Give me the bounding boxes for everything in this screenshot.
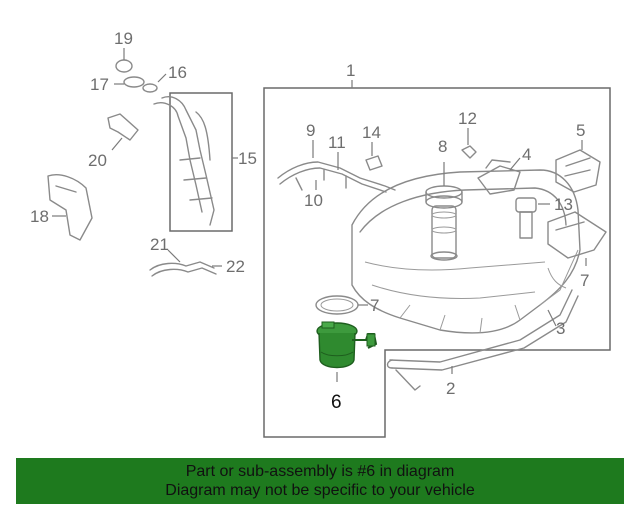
callout-6[interactable]: 6 (331, 392, 342, 413)
fuel-tank (351, 169, 581, 334)
callout-10: 10 (304, 191, 323, 210)
callout-7-lower: 7 (370, 296, 379, 315)
callout-3: 3 (556, 319, 565, 338)
grommet-12 (461, 145, 477, 159)
callout-15: 15 (238, 149, 257, 168)
callout-7-upper: 7 (580, 271, 589, 290)
callout-19: 19 (114, 29, 133, 48)
fuel-lines (277, 140, 396, 193)
callout-1: 1 (346, 61, 355, 80)
callout-18: 18 (30, 207, 49, 226)
assembly-frame-15 (169, 92, 233, 232)
callout-9: 9 (306, 121, 315, 140)
clip-14 (365, 155, 383, 171)
cover-5 (555, 149, 601, 193)
banner-line-2: Diagram may not be specific to your vehi… (165, 482, 475, 499)
filler-neck-15 (153, 96, 215, 226)
callout-8: 8 (438, 137, 447, 156)
callout-22: 22 (226, 257, 245, 276)
callout-4: 4 (522, 145, 531, 164)
callout-2: 2 (446, 379, 455, 398)
shield-18 (47, 174, 93, 241)
callout-11: 11 (328, 133, 346, 152)
hose-21-22 (149, 261, 217, 277)
callout-5: 5 (576, 121, 585, 140)
bracket-20 (107, 113, 139, 141)
callout-20: 20 (88, 151, 107, 170)
callout-12: 12 (458, 109, 477, 128)
callout-13: 13 (554, 195, 573, 214)
callout-17: 17 (90, 75, 109, 94)
banner-line-1: Part or sub-assembly is #6 in diagram (185, 463, 455, 480)
assembly-frame-1 (263, 87, 611, 438)
callout-21: 21 (150, 235, 169, 254)
tank-strap (389, 289, 579, 371)
ring-17 (123, 76, 145, 88)
sender-13 (515, 197, 550, 239)
info-banner: Part or sub-assembly is #6 in diagram Di… (16, 458, 624, 504)
callout-16: 16 (168, 63, 187, 82)
bracket-4 (477, 159, 521, 195)
fuel-pump-module-6[interactable] (316, 321, 378, 382)
cap-19 (115, 59, 133, 73)
parts-diagram: 1 2 3 4 5 6 7 7 8 9 10 11 12 13 14 15 16… (30, 29, 611, 438)
ring-16 (142, 83, 158, 93)
fuel-pump-sender (425, 162, 463, 261)
callout-14: 14 (362, 123, 381, 142)
plate-7-upper (547, 211, 607, 259)
